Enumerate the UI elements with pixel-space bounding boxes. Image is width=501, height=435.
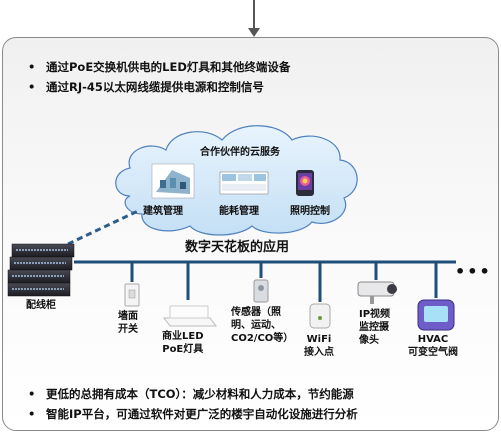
network-bus: [74, 260, 456, 302]
top-bullet-list: •通过PoE交换机供电的LED灯具和其他终端设备 •通过RJ-45以太网线缆提供…: [28, 57, 290, 97]
device-label-wall-switch: 墙面 开关: [118, 311, 138, 335]
content-panel: [2, 37, 499, 431]
ip-camera-icon: [357, 281, 397, 304]
lighting-control-icon: [296, 170, 314, 196]
switch-stack-icon: [7, 243, 75, 297]
hvac-icon: [417, 299, 455, 331]
bottom-bullet-list: •更低的总拥有成本（TCO）：减少材料和人力成本，节约能源 •智能IP平台，可通…: [28, 384, 358, 424]
service-lighting-control: 照明控制: [290, 206, 330, 217]
switch-cloud-link: [67, 208, 141, 246]
bus-title: 数字天花板的应用: [185, 240, 290, 255]
wifi-ap-icon: [309, 303, 331, 329]
more-indicator: •••: [455, 262, 492, 281]
device-label-camera: IP视频 监控摄 像头: [359, 309, 391, 346]
bullet-item: •更低的总拥有成本（TCO）：减少材料和人力成本，节约能源: [28, 387, 354, 401]
bullet-item: •通过PoE交换机供电的LED灯具和其他终端设备: [28, 60, 291, 74]
wall-switch-icon: [124, 283, 140, 307]
service-building-management: 建筑管理: [143, 206, 183, 217]
bullet-item: •通过RJ-45以太网线缆提供电源和控制信号: [28, 80, 264, 94]
device-label-sensor: 传感器（照 明、运动、 CO2/CO等）: [231, 307, 294, 344]
top-arrow: [248, 0, 260, 37]
bullet-item: •智能IP平台，可通过软件对更广泛的楼宇自动化设施进行分析: [28, 407, 358, 421]
device-label-hvac: HVAC 可变空气阀: [408, 334, 458, 358]
device-label-wifi: WiFi 接入点: [304, 334, 334, 358]
building-management-icon: [151, 163, 195, 199]
device-label-led-fixture: 商业LED PoE灯具: [162, 331, 204, 355]
switch-label: 配线柜: [26, 300, 56, 311]
led-fixture-icon: [163, 305, 217, 327]
sensor-icon: [253, 279, 269, 303]
cloud-title: 合作伙伴的云服务: [200, 147, 280, 158]
service-energy-management: 能耗管理: [219, 206, 259, 217]
energy-management-icon: [219, 171, 269, 195]
